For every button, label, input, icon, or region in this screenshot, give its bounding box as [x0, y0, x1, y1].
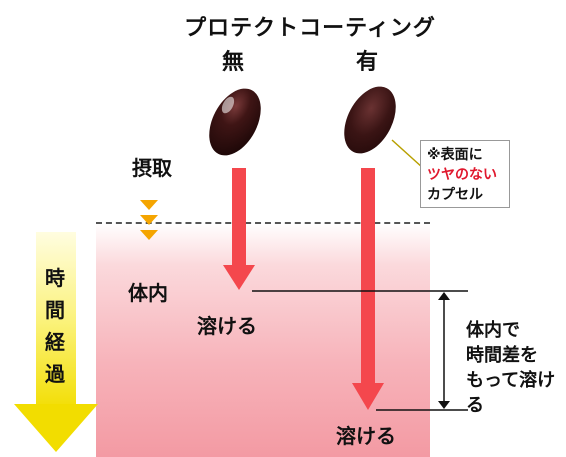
time-arrow-char-1: 時	[45, 266, 65, 290]
intake-label: 摂取	[132, 156, 172, 180]
body-boundary-line	[96, 222, 430, 224]
time-gap-note: 体内で 時間差を もって溶ける	[466, 318, 566, 418]
capsule-with-coating	[344, 86, 396, 154]
intake-markers	[140, 200, 158, 240]
capsule-note-callout: ※表面に ツヤのない カプセル	[420, 140, 510, 208]
note-line-1: 体内で	[466, 320, 520, 341]
in-body-label: 体内	[128, 281, 168, 305]
time-gap-bracket	[252, 290, 468, 411]
callout-line-2: ツヤのない	[427, 167, 497, 183]
dissolve-label-with: 溶ける	[336, 424, 396, 448]
time-arrow-char-4: 過	[45, 362, 65, 386]
arrow-without-coating	[223, 168, 255, 290]
callout-line-1: ※表面に	[427, 147, 483, 163]
note-line-2: 時間差を	[466, 345, 538, 366]
capsule-without-coating	[209, 88, 261, 156]
callout-line-3: カプセル	[427, 187, 483, 203]
time-arrow-char-3: 経	[45, 330, 65, 354]
time-arrow-char-2: 間	[45, 298, 65, 322]
time-arrow-label: 時 間 経 過	[38, 262, 72, 390]
dissolve-label-without: 溶ける	[197, 314, 257, 338]
note-line-3: もって溶ける	[466, 370, 556, 416]
time-arrow	[14, 232, 98, 452]
callout-pointer	[391, 139, 424, 169]
column-label-without: 無	[222, 49, 245, 75]
arrow-with-coating	[352, 168, 384, 410]
diagram-title: プロテクトコーティング	[184, 15, 436, 41]
column-label-with: 有	[356, 49, 379, 75]
